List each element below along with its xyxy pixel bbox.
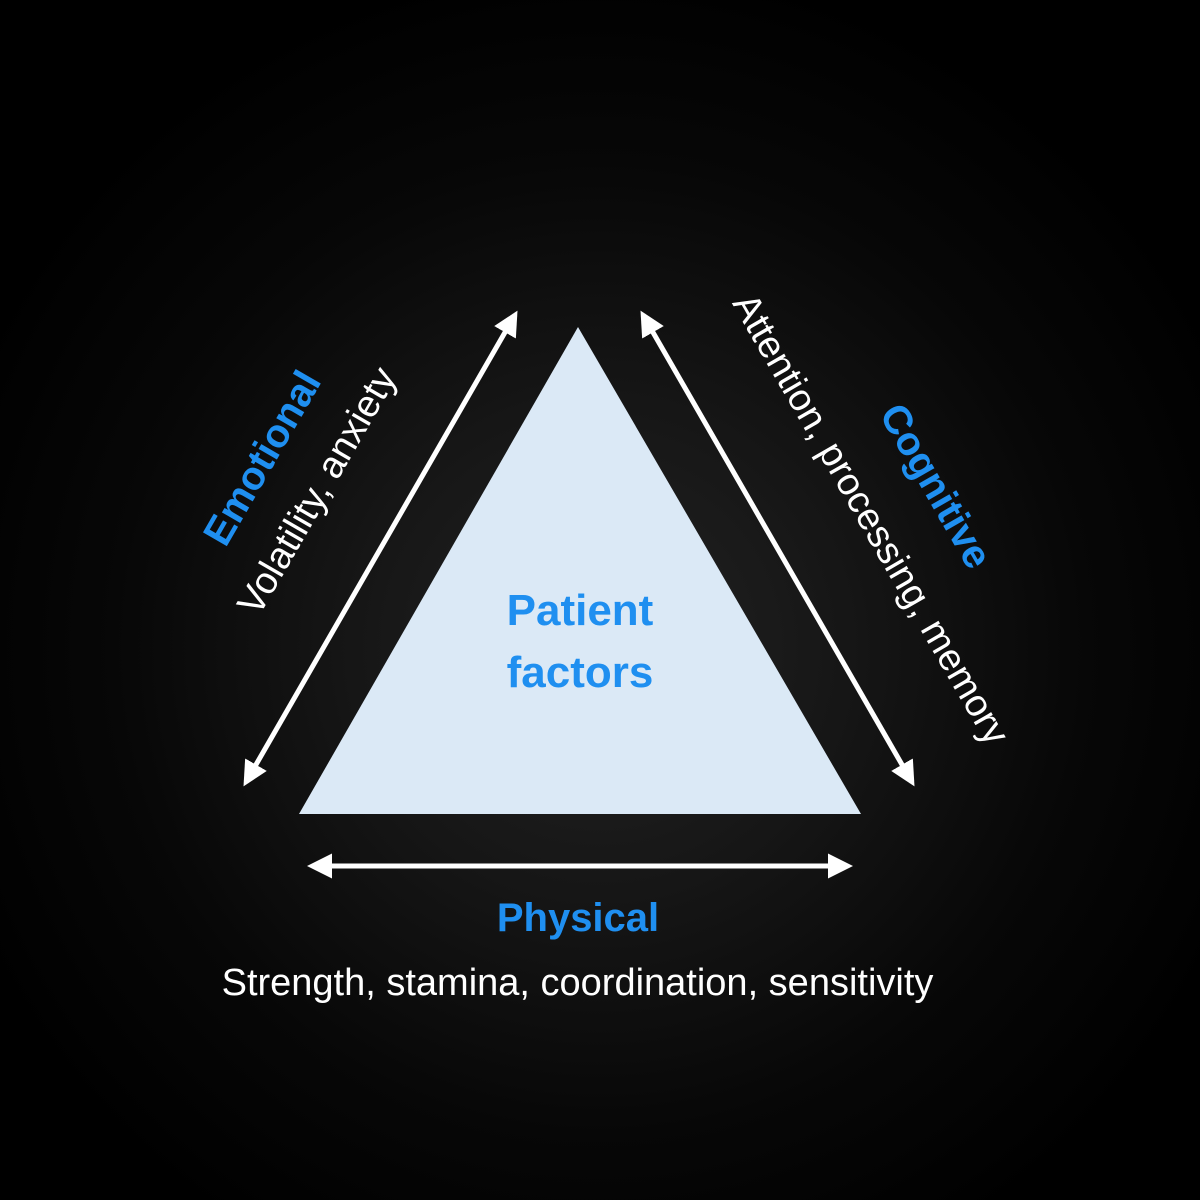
cognitive-arrow [640, 310, 915, 787]
emotional-arrow [243, 310, 518, 787]
center-label: Patient factors [506, 586, 654, 697]
physical-description: Strength, stamina, coordination, sensiti… [221, 962, 934, 1004]
physical-title: Physical [496, 896, 660, 940]
